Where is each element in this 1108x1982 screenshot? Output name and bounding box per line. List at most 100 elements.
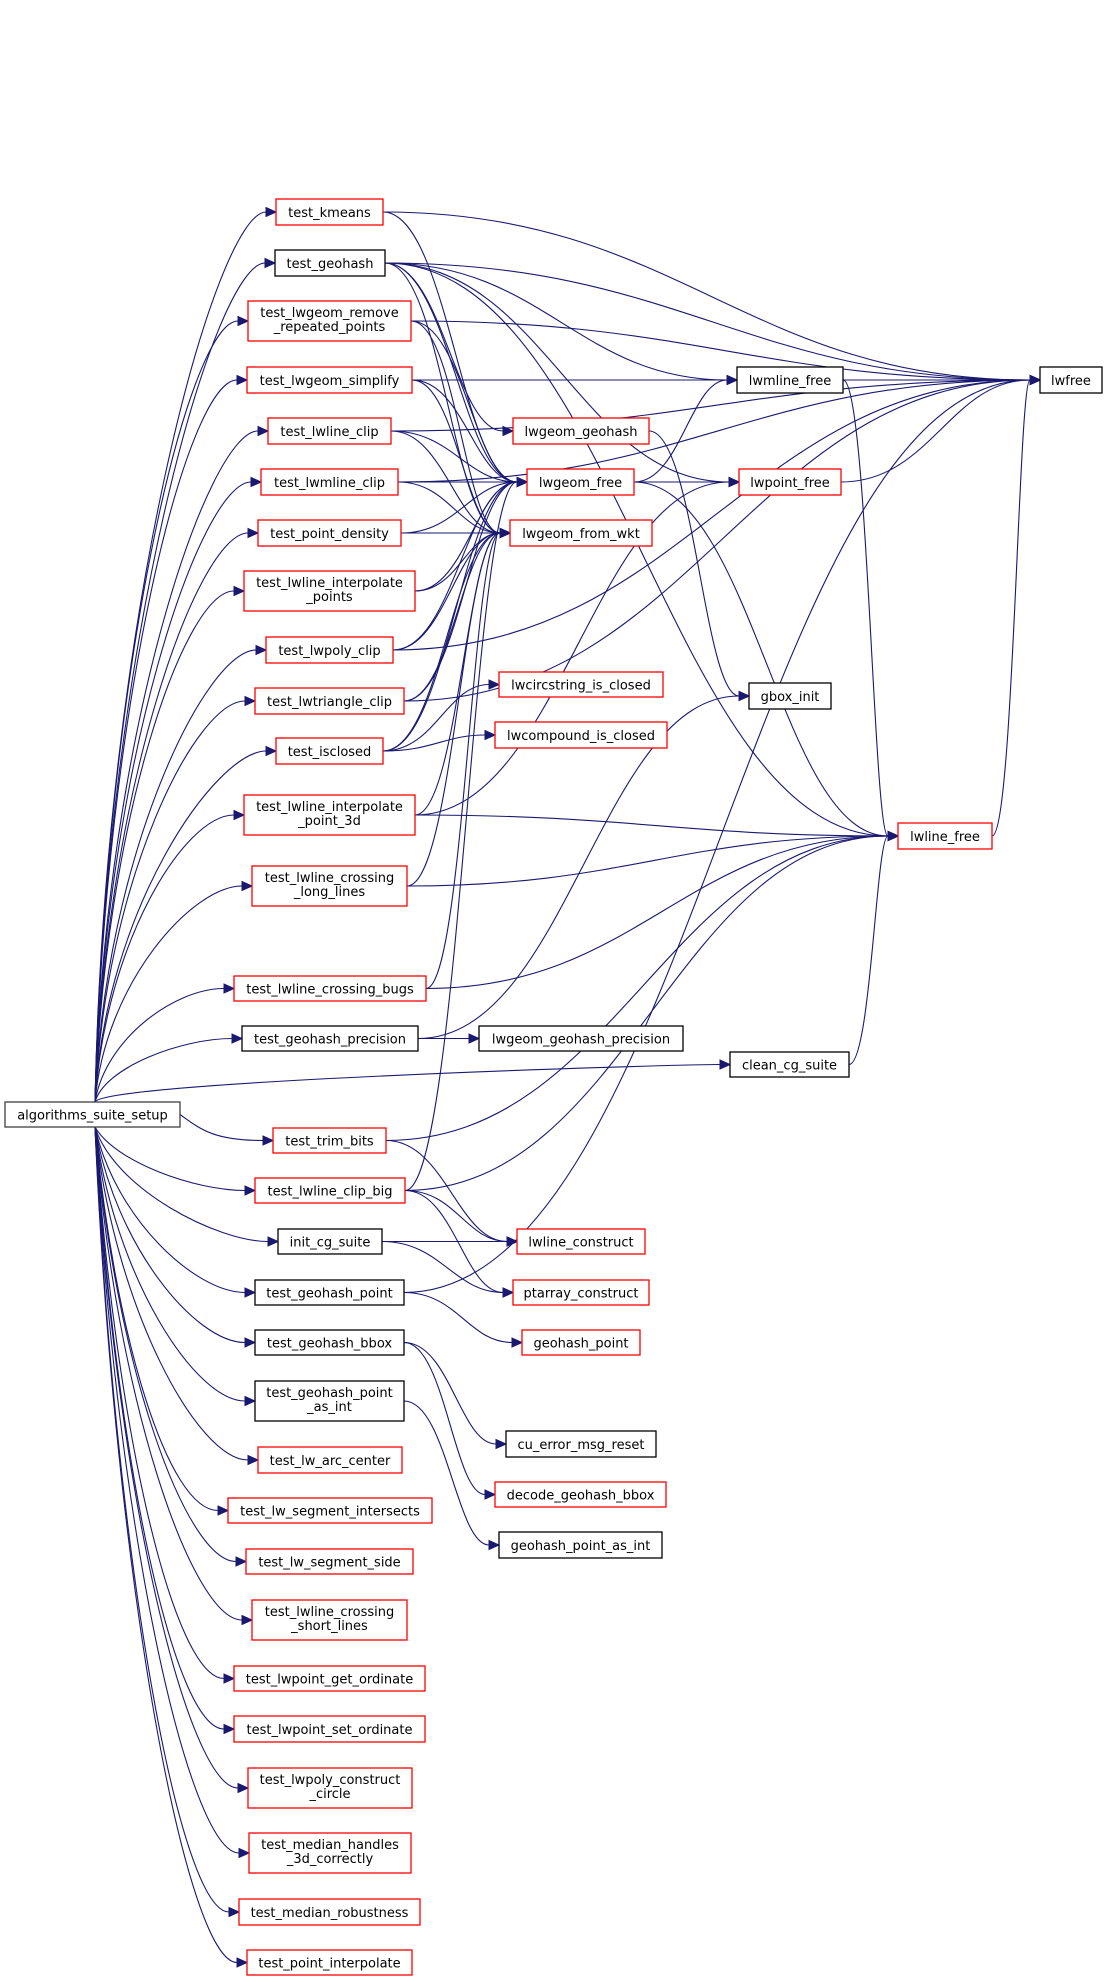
node-label: test_geohash_bbox <box>267 1337 392 1352</box>
node-test-lwline-crossing-short-lines[interactable]: test_lwline_crossing_short_lines <box>251 1599 408 1641</box>
arrowhead-icon <box>244 1185 257 1196</box>
arrowhead-icon <box>265 206 278 218</box>
node-test-lwline-interpolate-points[interactable]: test_lwline_interpolate_points <box>243 570 416 612</box>
node-lwgeom-free[interactable]: lwgeom_free <box>526 468 635 496</box>
edge-line <box>94 1126 246 1294</box>
edge-line <box>848 835 889 1066</box>
edge-line <box>392 532 501 651</box>
edge-root-to-test-lwgeom-remove-repeated-points <box>94 315 250 1103</box>
node-box <box>233 1715 426 1743</box>
node-test-lwpoly-construct-circle[interactable]: test_lwpoly_construct_circle <box>247 1767 413 1809</box>
edge-test-isclosed-to-lwcircstring-is-closed <box>382 679 501 752</box>
edge-line <box>411 379 501 534</box>
node-test-lwline-clip-big[interactable]: test_lwline_clip_big <box>254 1177 406 1204</box>
node-decode-geohash-bbox[interactable]: decode_geohash_bbox <box>494 1481 667 1508</box>
node-label: test_lwpoly_clip <box>278 644 380 659</box>
edge-root-to-test-point-density <box>94 527 260 1103</box>
node-test-geohash-point[interactable]: test_geohash_point <box>254 1279 405 1306</box>
node-test-lwmline-clip[interactable]: test_lwmline_clip <box>260 468 399 496</box>
node-box <box>257 1446 403 1474</box>
node-lwline-construct[interactable]: lwline_construct <box>516 1228 646 1255</box>
edge-line <box>410 320 1031 381</box>
arrowhead-icon <box>233 809 246 821</box>
edge-test-kmeans-to-lwfree <box>382 211 1042 386</box>
node-test-lw-segment-side[interactable]: test_lw_segment_side <box>245 1548 414 1575</box>
node-geohash-point-as-int[interactable]: geohash_point_as_int <box>498 1531 663 1559</box>
edge-test-isclosed-to-lwcompound-is-closed <box>382 729 497 752</box>
edge-line <box>403 1341 486 1496</box>
node-ptarray-construct[interactable]: ptarray_construct <box>512 1279 650 1306</box>
node-lwline-free[interactable]: lwline_free <box>897 822 993 850</box>
node-lwcircstring-is-closed[interactable]: lwcircstring_is_closed <box>498 671 664 698</box>
node-box <box>254 687 405 715</box>
node-label: _long_lines <box>293 885 366 900</box>
node-lwgeom-from-wkt[interactable]: lwgeom_from_wkt <box>509 519 653 547</box>
arrowhead-icon <box>235 1556 248 1567</box>
edge-line <box>385 835 889 1142</box>
edge-root-to-test-isclosed <box>94 745 278 1103</box>
node-geohash-point[interactable]: geohash_point <box>521 1329 641 1356</box>
node-test-point-density[interactable]: test_point_density <box>257 519 402 547</box>
node-test-lwtriangle-clip[interactable]: test_lwtriangle_clip <box>254 687 405 715</box>
node-cu-error-msg-reset[interactable]: cu_error_msg_reset <box>505 1430 657 1458</box>
root-node[interactable]: algorithms_suite_setup <box>4 1101 181 1128</box>
node-gbox-init[interactable]: gbox_init <box>748 682 832 710</box>
node-test-geohash-precision[interactable]: test_geohash_precision <box>241 1025 419 1052</box>
node-test-median-handles-3d-correctly[interactable]: test_median_handles_3d_correctly <box>248 1832 412 1874</box>
edge-root-to-test-lwline-clip-big <box>94 1126 257 1196</box>
edge-line <box>94 649 257 1103</box>
edge-line <box>94 1126 238 1964</box>
node-lwpoint-free[interactable]: lwpoint_free <box>738 468 842 496</box>
edge-line <box>94 1126 269 1243</box>
node-label: cu_error_msg_reset <box>518 1438 645 1453</box>
node-box <box>247 300 412 342</box>
edge-line <box>414 532 501 592</box>
edge-test-lwline-clip-big-to-lwgeom-free <box>404 476 529 1192</box>
node-test-lw-arc-center[interactable]: test_lw_arc_center <box>257 1446 403 1474</box>
node-test-lwline-clip[interactable]: test_lwline_clip <box>267 417 392 445</box>
edge-test-lwgeom-remove-repeated-points-to-lwgeom-free <box>410 320 529 488</box>
node-lwgeom-geohash[interactable]: lwgeom_geohash <box>512 417 650 445</box>
node-lwcompound-is-closed[interactable]: lwcompound_is_closed <box>494 721 668 749</box>
node-test-lwline-crossing-long-lines[interactable]: test_lwline_crossing_long_lines <box>251 865 408 907</box>
node-label: _point_3d <box>297 814 361 829</box>
node-label: lwgeom_geohash_precision <box>492 1033 670 1048</box>
node-test-lwgeom-remove-repeated-points[interactable]: test_lwgeom_remove_repeated_points <box>247 300 412 342</box>
node-test-lwline-interpolate-point-3d[interactable]: test_lwline_interpolate_point_3d <box>243 794 416 836</box>
node-lwmline-free[interactable]: lwmline_free <box>736 366 844 394</box>
node-test-lwline-crossing-bugs[interactable]: test_lwline_crossing_bugs <box>233 975 427 1002</box>
node-test-geohash-point-as-int[interactable]: test_geohash_point_as_int <box>254 1380 405 1422</box>
edge-test-geohash-bbox-to-cu-error-msg-reset <box>403 1341 508 1450</box>
node-label: test_lwpoint_set_ordinate <box>247 1723 413 1738</box>
node-box <box>509 519 653 547</box>
arrowhead-icon <box>484 729 497 741</box>
node-test-lwpoint-set-ordinate[interactable]: test_lwpoint_set_ordinate <box>233 1715 426 1743</box>
node-test-isclosed[interactable]: test_isclosed <box>275 737 384 765</box>
edge-line <box>410 320 501 534</box>
node-box <box>246 1949 413 1976</box>
edge-line <box>384 262 889 837</box>
edge-line <box>390 379 1031 432</box>
node-box <box>254 1279 405 1306</box>
node-clean-cg-suite[interactable]: clean_cg_suite <box>729 1051 850 1078</box>
node-label: _points <box>305 590 353 605</box>
edge-line <box>425 835 889 990</box>
node-test-lwgeom-simplify[interactable]: test_lwgeom_simplify <box>246 366 413 394</box>
edge-line <box>633 379 728 483</box>
node-init-cg-suite[interactable]: init_cg_suite <box>277 1228 383 1255</box>
node-test-geohash[interactable]: test_geohash <box>274 249 386 277</box>
node-test-lw-segment-intersects[interactable]: test_lw_segment_intersects <box>227 1497 433 1524</box>
edge-line <box>384 262 728 381</box>
node-test-median-robustness[interactable]: test_median_robustness <box>238 1898 421 1926</box>
node-test-lwpoint-get-ordinate[interactable]: test_lwpoint_get_ordinate <box>233 1665 426 1692</box>
node-lwgeom-geohash-precision[interactable]: lwgeom_geohash_precision <box>478 1025 684 1052</box>
edge-test-lwline-crossing-long-lines-to-lwgeom-from-wkt <box>406 527 512 887</box>
node-test-lwpoly-clip[interactable]: test_lwpoly_clip <box>265 636 394 664</box>
node-test-point-interpolate[interactable]: test_point_interpolate <box>246 1949 413 1976</box>
node-test-kmeans[interactable]: test_kmeans <box>275 198 384 226</box>
node-test-geohash-bbox[interactable]: test_geohash_bbox <box>254 1329 405 1356</box>
node-test-trim-bits[interactable]: test_trim_bits <box>272 1127 387 1154</box>
node-box <box>275 198 384 226</box>
node-lwfree[interactable]: lwfree <box>1039 366 1103 394</box>
edge-root-to-test-geohash-point-as-int <box>94 1126 257 1407</box>
